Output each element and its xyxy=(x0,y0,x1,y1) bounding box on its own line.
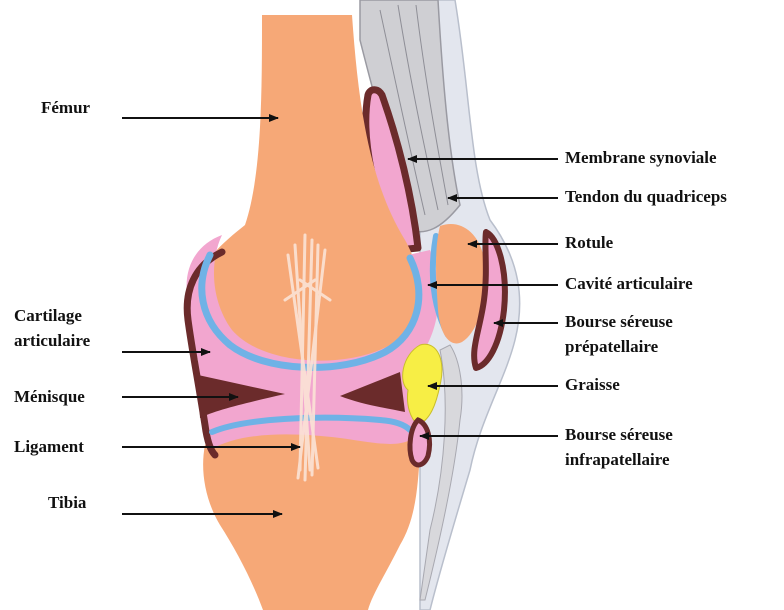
label-membrane: Membrane synoviale xyxy=(565,147,717,168)
label-bourse-pre-line2: prépatellaire xyxy=(565,336,658,357)
label-ligament: Ligament xyxy=(14,436,84,457)
label-cartilage-line1: Cartilage xyxy=(14,305,82,326)
label-cavite: Cavité articulaire xyxy=(565,273,693,294)
label-menisque: Ménisque xyxy=(14,386,85,407)
label-femur: Fémur xyxy=(41,97,90,118)
label-bourse-infra-line1: Bourse séreuse xyxy=(565,424,673,445)
label-rotule: Rotule xyxy=(565,232,613,253)
label-graisse: Graisse xyxy=(565,374,620,395)
label-cartilage-line2: articulaire xyxy=(14,330,90,351)
infrapatellar-bursa xyxy=(410,420,430,465)
label-tibia: Tibia xyxy=(48,492,86,513)
label-tendon: Tendon du quadriceps xyxy=(565,186,727,207)
label-bourse-infra-line2: infrapatellaire xyxy=(565,449,670,470)
label-bourse-pre-line1: Bourse séreuse xyxy=(565,311,673,332)
